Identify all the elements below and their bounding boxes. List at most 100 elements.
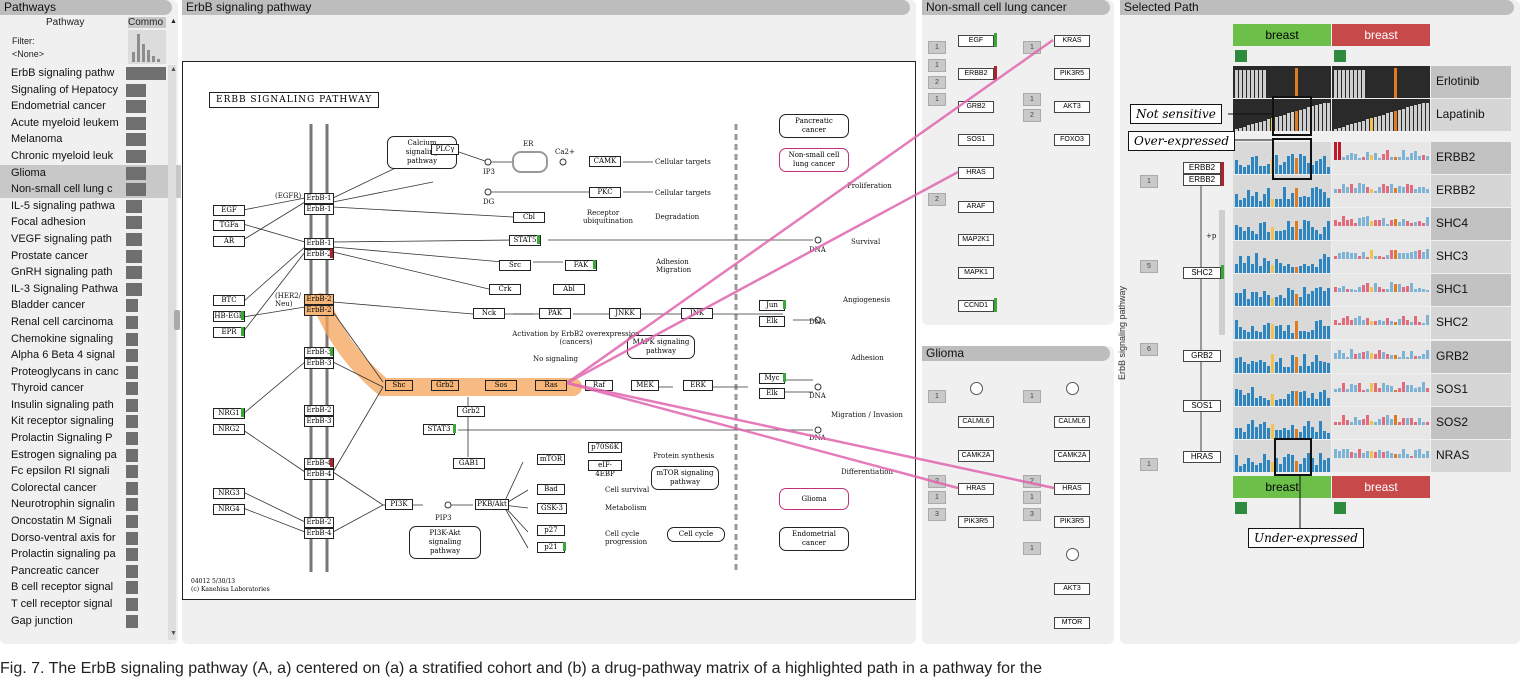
row-label[interactable]: Erlotinib bbox=[1436, 74, 1480, 88]
row-label[interactable]: SHC3 bbox=[1436, 249, 1469, 263]
filter-area[interactable]: Filter: <None> bbox=[12, 35, 44, 61]
pathway-list-item[interactable]: Insulin signaling path bbox=[0, 397, 181, 414]
node-erbb2[interactable]: ErbB-2 bbox=[304, 305, 334, 316]
path-node-erbb2[interactable]: ERBB2 bbox=[1183, 162, 1221, 174]
expression-cell[interactable] bbox=[1332, 66, 1430, 98]
node-crk[interactable]: Crk bbox=[489, 284, 521, 295]
count-badge[interactable]: 1 bbox=[1140, 175, 1158, 188]
row-label[interactable]: SOS2 bbox=[1436, 415, 1469, 429]
node-erbb4[interactable]: ErbB-4 bbox=[304, 528, 334, 539]
count-badge[interactable]: 2 bbox=[928, 193, 946, 206]
expression-cell[interactable] bbox=[1233, 341, 1331, 373]
node-nrg3[interactable]: NRG3 bbox=[213, 488, 245, 499]
expression-cell[interactable] bbox=[1233, 241, 1331, 273]
node-gsk3[interactable]: GSK-3 bbox=[537, 503, 567, 514]
node-erbb2[interactable]: ErbB-2 bbox=[304, 405, 334, 416]
node-sos1[interactable]: SOS1 bbox=[958, 134, 994, 146]
node-nrg2[interactable]: NRG2 bbox=[213, 424, 245, 435]
column-icon[interactable] bbox=[1334, 50, 1346, 62]
node-myc[interactable]: Myc bbox=[759, 373, 785, 384]
expression-cell[interactable] bbox=[1332, 99, 1430, 131]
node-mapk1[interactable]: MAPK1 bbox=[958, 267, 994, 279]
link-endometrial-cancer[interactable]: Endometrial cancer bbox=[779, 527, 849, 551]
pathway-list-item[interactable]: Prostate cancer bbox=[0, 248, 181, 265]
node-map2k1[interactable]: MAP2K1 bbox=[958, 234, 994, 246]
path-node-sos1[interactable]: SOS1 bbox=[1183, 400, 1221, 412]
node-erbb2[interactable]: ErbB-2 bbox=[304, 517, 334, 528]
node-sos[interactable]: Sos bbox=[485, 380, 517, 391]
pathway-list-item[interactable]: VEGF signaling path bbox=[0, 231, 181, 248]
pathway-list-item[interactable]: Fc epsilon RI signali bbox=[0, 463, 181, 480]
node-elk[interactable]: Elk bbox=[759, 316, 785, 327]
node-erbb1[interactable]: ErbB-1 bbox=[304, 193, 334, 204]
count-badge[interactable]: 1 bbox=[928, 59, 946, 72]
count-badge[interactable]: 1 bbox=[928, 41, 946, 54]
pathway-list-item[interactable]: Oncostatin M Signali bbox=[0, 513, 181, 530]
pathway-list-item[interactable]: ErbB signaling pathw bbox=[0, 65, 181, 82]
node-mtor[interactable]: mTOR bbox=[537, 454, 565, 465]
count-badge[interactable]: 2 bbox=[1023, 475, 1041, 488]
row-label[interactable]: SHC4 bbox=[1436, 216, 1469, 230]
path-node-hras[interactable]: HRAS bbox=[1183, 451, 1221, 463]
expression-cell[interactable] bbox=[1332, 307, 1430, 339]
node-egf[interactable]: EGF bbox=[213, 205, 245, 216]
kegg-pathway-map[interactable]: ERBB SIGNALING PATHWAY bbox=[182, 61, 916, 600]
count-badge[interactable]: 2 bbox=[1023, 109, 1041, 122]
node-raf[interactable]: Raf bbox=[585, 380, 613, 391]
count-badge[interactable]: 1 bbox=[1023, 542, 1041, 555]
node-araf[interactable]: ARAF bbox=[958, 201, 994, 213]
pathway-list-item[interactable]: Renal cell carcinoma bbox=[0, 314, 181, 331]
node-pkc[interactable]: PKC bbox=[589, 187, 621, 198]
node-jnkk[interactable]: JNKK bbox=[609, 308, 641, 319]
node-foxo3[interactable]: FOXO3 bbox=[1054, 134, 1090, 146]
row-label[interactable]: SHC1 bbox=[1436, 282, 1469, 296]
node-camk[interactable]: CAMK bbox=[589, 156, 621, 167]
pathway-list-item[interactable]: Estrogen signaling pa bbox=[0, 447, 181, 464]
path-node-erbb2[interactable]: ERBB2 bbox=[1183, 174, 1221, 186]
pathway-list-scrollbar[interactable] bbox=[168, 65, 176, 640]
node-bad[interactable]: Bad bbox=[537, 484, 565, 495]
row-label[interactable]: NRAS bbox=[1436, 448, 1470, 462]
pathway-list-item[interactable]: Dorso-ventral axis for bbox=[0, 530, 181, 547]
node-pik3r5[interactable]: PIK3R5 bbox=[1054, 68, 1090, 80]
node-plcy[interactable]: PLCγ bbox=[431, 144, 459, 155]
link-pancreatic-cancer[interactable]: Pancreatic cancer bbox=[779, 114, 849, 138]
node-erbb3[interactable]: ErbB-3 bbox=[304, 347, 334, 358]
node-erbb2[interactable]: ERBB2 bbox=[958, 68, 994, 80]
expression-cell[interactable] bbox=[1332, 407, 1430, 439]
pathway-list-item[interactable]: Prolactin Signaling P bbox=[0, 430, 181, 447]
column-footer-breast-1[interactable]: breast bbox=[1233, 476, 1331, 498]
column-icon[interactable] bbox=[1235, 50, 1247, 62]
row-label[interactable]: GRB2 bbox=[1436, 349, 1469, 363]
scroll-down-icon[interactable]: ▼ bbox=[170, 630, 177, 637]
node-akt3[interactable]: AKT3 bbox=[1054, 583, 1090, 595]
expression-cell[interactable] bbox=[1233, 307, 1331, 339]
node-ar[interactable]: AR bbox=[213, 236, 245, 247]
node-calml6[interactable]: CALML6 bbox=[1054, 416, 1090, 428]
node-cbl[interactable]: Cbl bbox=[513, 212, 545, 223]
node-erk[interactable]: ERK bbox=[683, 380, 713, 391]
expression-cell[interactable] bbox=[1332, 241, 1430, 273]
link-cell-cycle[interactable]: Cell cycle bbox=[667, 527, 725, 542]
pathway-list-item[interactable]: Glioma bbox=[0, 164, 181, 182]
node-pi3k[interactable]: PI3K bbox=[385, 499, 413, 510]
row-label[interactable]: ERBB2 bbox=[1436, 150, 1476, 164]
node-erbb4[interactable]: ErbB-4 bbox=[304, 469, 334, 480]
scroll-up-icon[interactable]: ▲ bbox=[170, 66, 177, 73]
node-grb2[interactable]: GRB2 bbox=[958, 101, 994, 113]
link-calcium-signaling[interactable]: Calcium signaling pathway bbox=[387, 136, 457, 169]
expression-cell[interactable] bbox=[1332, 440, 1430, 472]
node-nck[interactable]: Nck bbox=[473, 308, 505, 319]
count-badge[interactable]: 5 bbox=[1140, 260, 1158, 273]
column-icon[interactable] bbox=[1235, 502, 1247, 514]
pathway-list-item[interactable]: Bladder cancer bbox=[0, 297, 181, 314]
node-erbb3[interactable]: ErbB-3 bbox=[304, 416, 334, 427]
path-node-grb2[interactable]: GRB2 bbox=[1183, 350, 1221, 362]
pathway-list-item[interactable]: Prolactin signaling pa bbox=[0, 546, 181, 563]
count-badge[interactable]: 1 bbox=[1023, 491, 1041, 504]
node-eif4ebp[interactable]: eIF-4EBP bbox=[588, 460, 622, 478]
expression-cell[interactable] bbox=[1332, 341, 1430, 373]
count-badge[interactable]: 1 bbox=[928, 390, 946, 403]
node-hbegf[interactable]: HB-EGF bbox=[213, 311, 245, 322]
link-glioma[interactable]: Glioma bbox=[779, 488, 849, 510]
